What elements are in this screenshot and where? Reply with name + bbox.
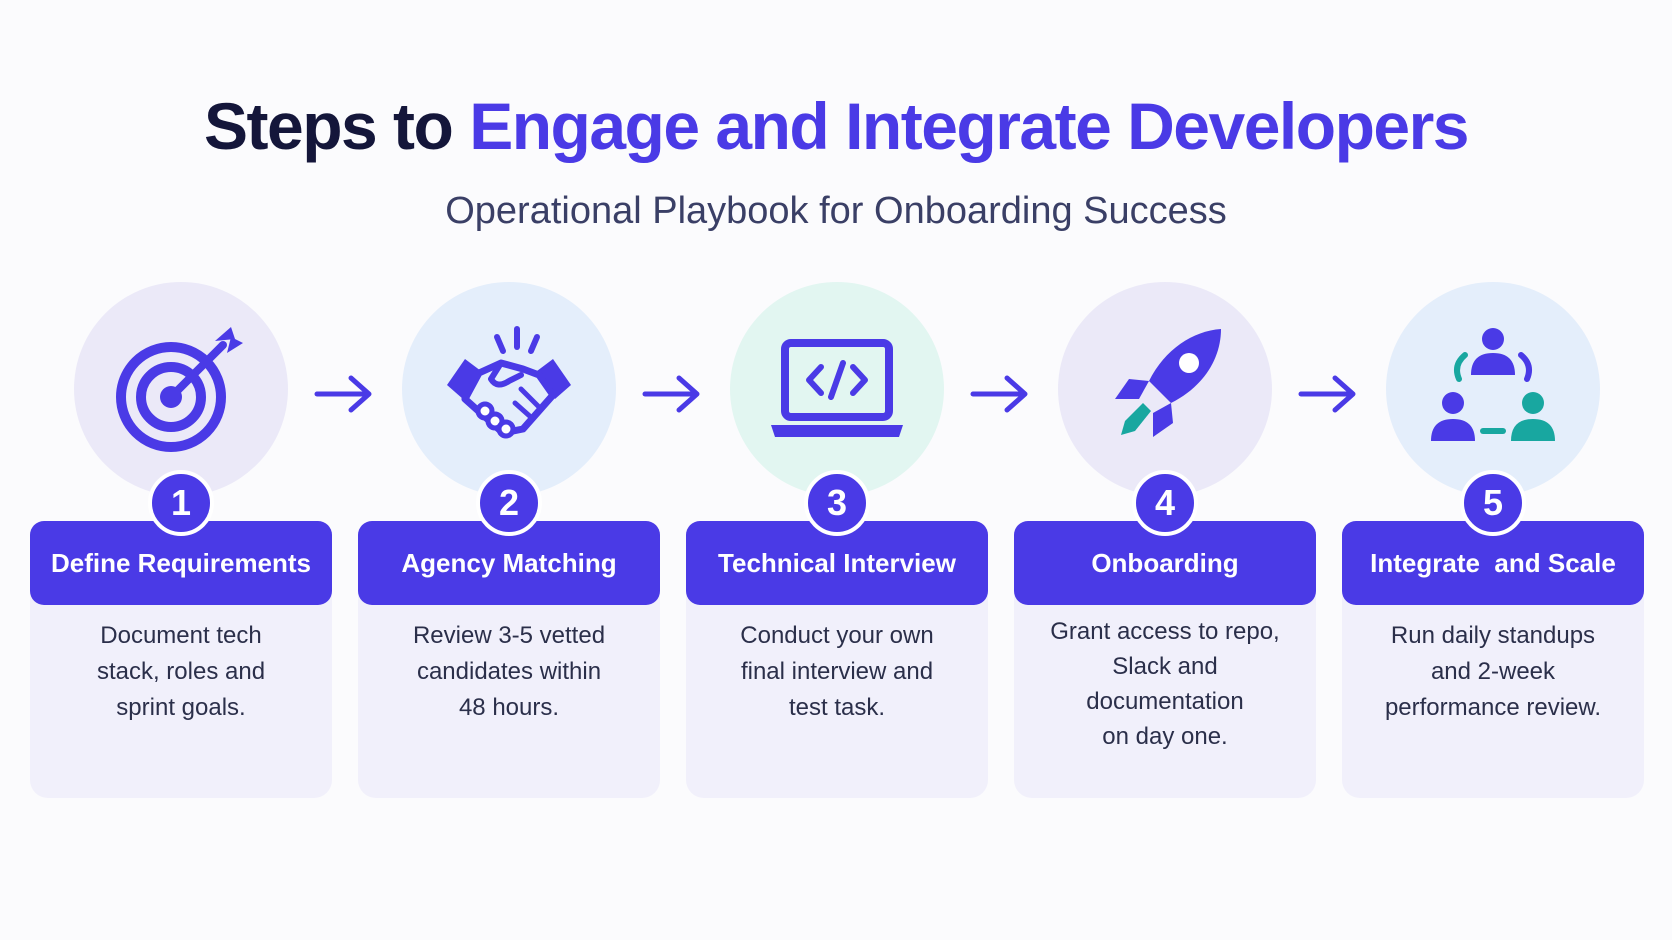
step-number-badge: 5 bbox=[1460, 470, 1526, 536]
laptop-code-icon bbox=[771, 339, 903, 437]
description-line: on day one. bbox=[1102, 723, 1228, 750]
target-arrow-icon bbox=[116, 327, 243, 452]
handshake-icon bbox=[447, 326, 571, 439]
step-card-3: 3 Technical Interview Conduct your own f… bbox=[686, 282, 988, 802]
description-line: Document tech bbox=[100, 622, 262, 649]
step-description: Run daily standups and 2-week performanc… bbox=[1342, 592, 1644, 798]
step-card-1: 1 Define Requirements Document tech stac… bbox=[30, 282, 332, 802]
description-line: Slack and bbox=[1112, 653, 1218, 680]
rocket-icon bbox=[1115, 329, 1221, 437]
description-line: candidates within bbox=[416, 658, 602, 685]
step-number-badge: 3 bbox=[804, 470, 870, 536]
page-subtitle: Operational Playbook for Onboarding Succ… bbox=[445, 190, 1227, 232]
step-number-badge: 1 bbox=[148, 470, 214, 536]
step-description: Conduct your own final interview and tes… bbox=[686, 592, 988, 798]
page-title: Steps to Engage and Integrate Developers bbox=[0, 88, 1672, 164]
arrow-right-icon bbox=[642, 375, 700, 413]
title-accent: Engage and Integrate Developers bbox=[469, 89, 1469, 163]
description-line: Grant access to repo, bbox=[1050, 618, 1280, 645]
step-description: Grant access to repo, Slack and document… bbox=[1014, 592, 1316, 798]
description-line: Review 3-5 vetted bbox=[412, 622, 606, 649]
description-line: performance review. bbox=[1384, 694, 1602, 721]
description-line: final interview and bbox=[740, 658, 934, 685]
step-description: Review 3-5 vetted candidates within 48 h… bbox=[358, 592, 660, 798]
step-card-4: 4 Onboarding Grant access to repo, Slack… bbox=[1014, 282, 1316, 802]
team-network-icon bbox=[1431, 328, 1555, 441]
step-5-icon-circle bbox=[1386, 282, 1600, 496]
step-description: Document tech stack, roles and sprint go… bbox=[30, 592, 332, 798]
step-title: Define Requirements bbox=[30, 521, 332, 605]
step-number-badge: 2 bbox=[476, 470, 542, 536]
title-prefix: Steps to bbox=[203, 89, 470, 163]
step-3-icon-circle bbox=[730, 282, 944, 496]
description-line: sprint goals. bbox=[116, 694, 246, 721]
arrow-right-icon bbox=[314, 375, 372, 413]
description-line: and 2-week bbox=[1430, 658, 1556, 685]
arrow-right-icon bbox=[1298, 375, 1356, 413]
step-card-2: 2 Agency Matching Review 3-5 vetted cand… bbox=[358, 282, 660, 802]
description-line: stack, roles and bbox=[96, 658, 266, 685]
step-1-icon-circle bbox=[74, 282, 288, 496]
description-line: test task. bbox=[788, 694, 886, 721]
description-line: Run daily standups bbox=[1390, 622, 1596, 649]
step-4-icon-circle bbox=[1058, 282, 1272, 496]
description-line: documentation bbox=[1086, 688, 1244, 715]
step-number-badge: 4 bbox=[1132, 470, 1198, 536]
description-line: 48 hours. bbox=[458, 694, 560, 721]
arrow-right-icon bbox=[970, 375, 1028, 413]
step-2-icon-circle bbox=[402, 282, 616, 496]
description-line: Conduct your own bbox=[740, 622, 934, 649]
step-card-5: 5 Integrate and Scale Run daily standups… bbox=[1342, 282, 1644, 802]
